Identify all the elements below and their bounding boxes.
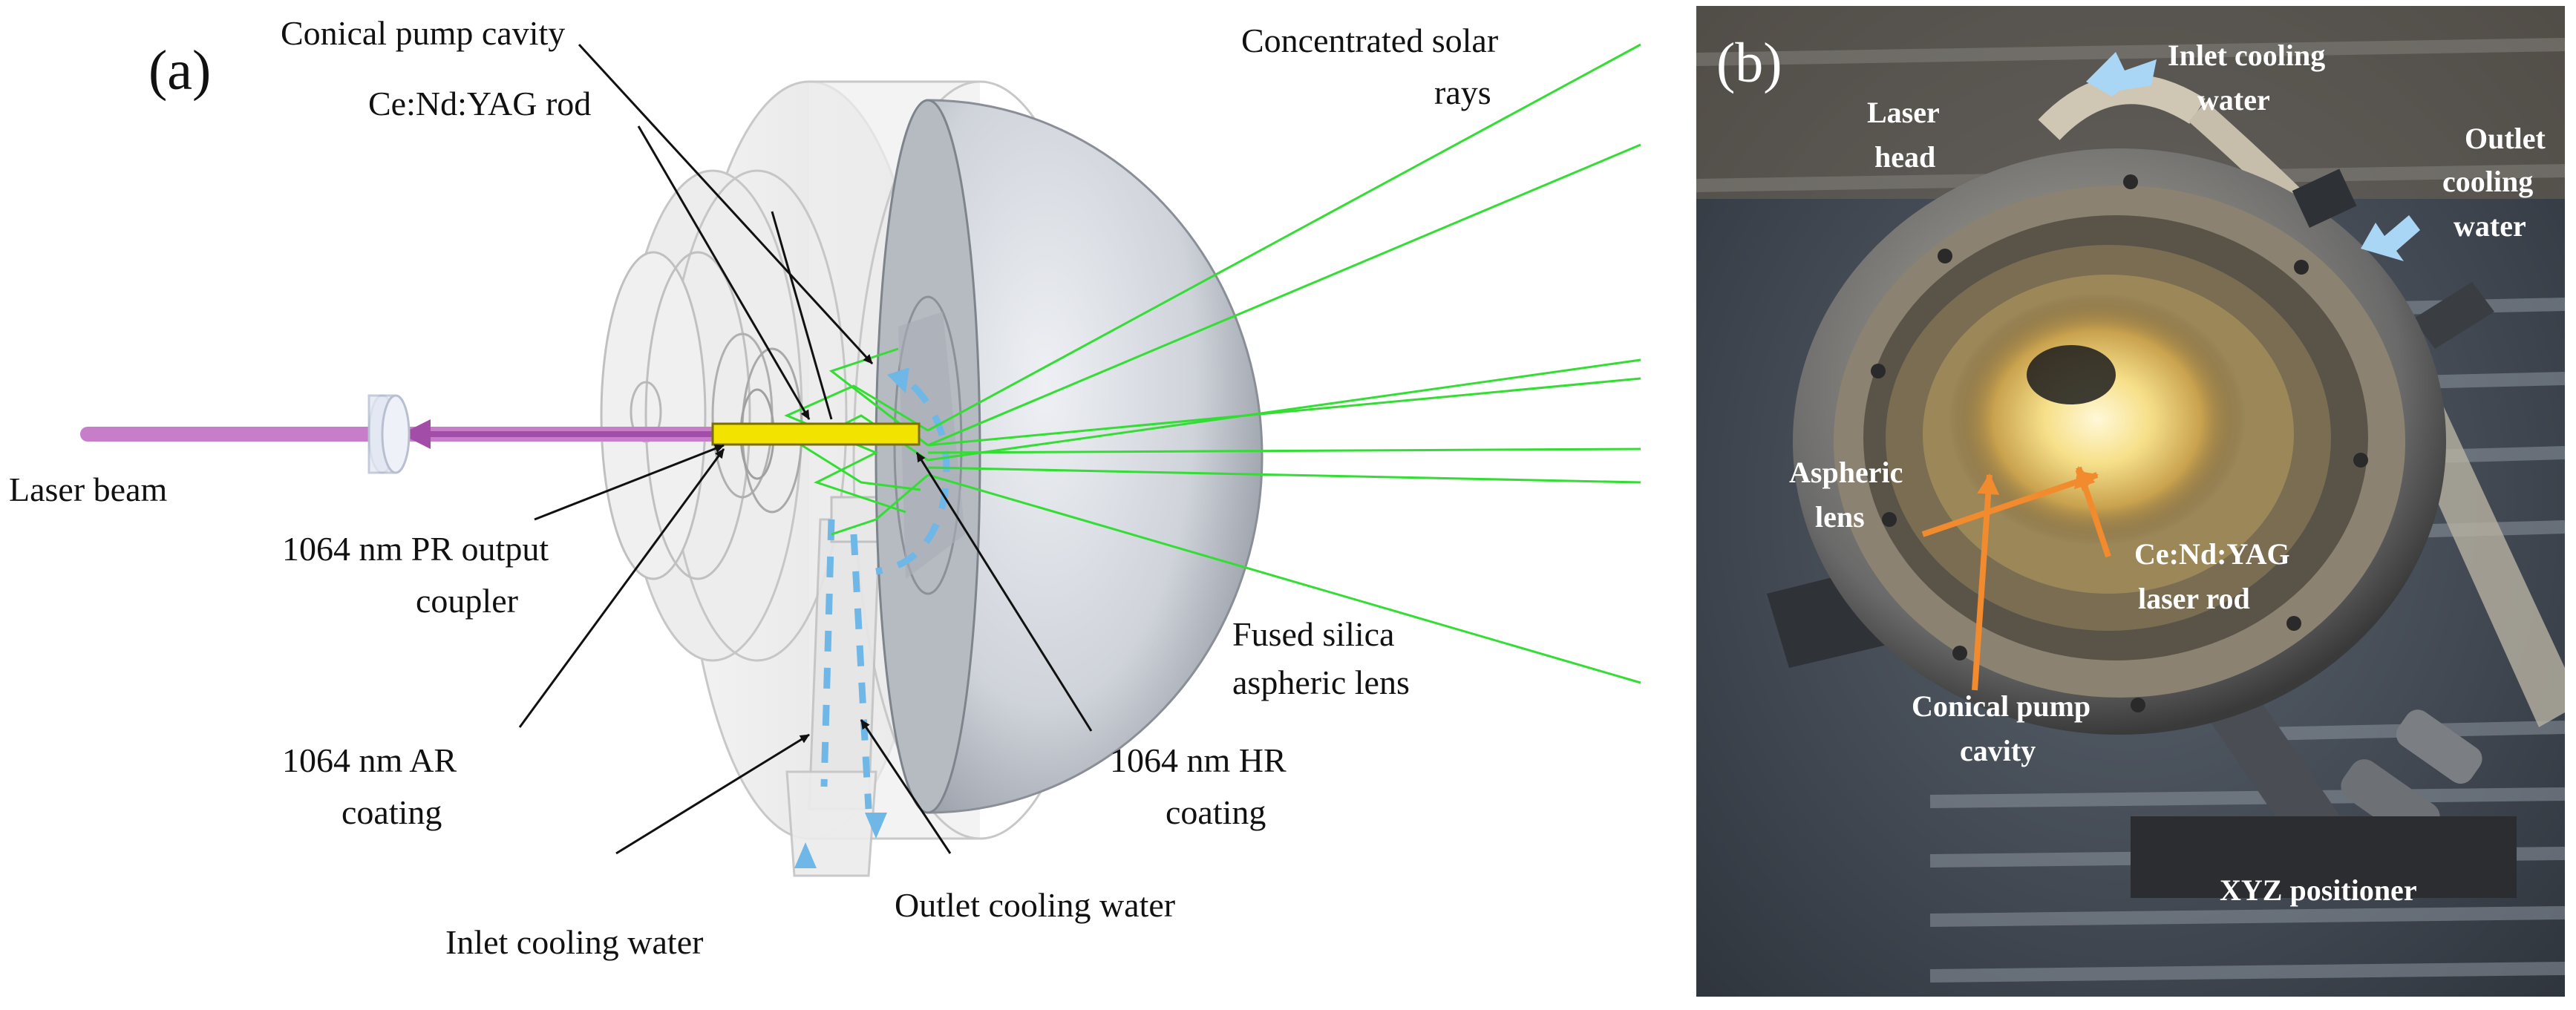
panel-b-labels: Laser head Inlet cooling water Outlet co… [1789,39,2546,907]
label-hr-coating-1: 1064 nm HR [1110,741,1287,779]
label-positioner: XYZ positioner [2220,873,2417,907]
label-ar-coating-1: 1064 nm AR [282,741,457,779]
label-aspheric-2: lens [1815,500,1865,534]
label-outlet-1: Outlet [2465,122,2546,155]
label-pr-coupler-1: 1064 nm PR output [282,530,549,568]
panel-a: (a) [9,14,1641,961]
panel-b: (b) Laser head Inlet cooling water Outle… [1696,6,2566,997]
arrow-to-cavity [1972,473,2000,691]
label-inlet-water: Inlet cooling water [445,923,703,961]
label-rod: Ce:Nd:YAG rod [368,85,591,122]
cooling-water-flow [820,383,950,810]
arrow-to-lens [1921,470,2099,537]
label-cavity-1: Conical pump [1912,689,2090,723]
photo-arrows [1921,52,2420,691]
label-outlet-2: cooling [2442,165,2533,198]
fused-silica-aspheric-lens [875,99,1264,814]
label-fused-silica-2: aspheric lens [1232,663,1410,701]
label-laser-head-2: head [1874,140,1935,174]
label-ar-coating-2: coating [341,793,442,831]
leader-lines [518,43,1093,855]
label-inlet-2: water [2197,83,2270,117]
xyz-positioner [2131,816,2517,898]
water-arrowheads [794,367,909,868]
label-outlet-3: water [2454,209,2526,243]
label-conical-pump-cavity: Conical pump cavity [281,14,565,52]
label-hr-coating-2: coating [1166,793,1266,831]
label-solar-rays-2: rays [1434,73,1491,111]
label-pr-coupler-2: coupler [416,582,518,620]
panel-a-tag: (a) [148,39,211,102]
label-inlet-1: Inlet cooling [2168,39,2325,72]
label-solar-rays-1: Concentrated solar [1241,22,1498,59]
label-rod-2: laser rod [2138,582,2250,615]
laser-head-photo [1793,148,2446,735]
laser-beam [80,394,720,474]
concentrated-solar-rays [784,43,1641,684]
label-aspheric-1: Aspheric [1789,456,1903,489]
ce-nd-yag-rod [711,422,921,446]
label-laser-beam: Laser beam [9,470,167,508]
label-outlet-water: Outlet cooling water [895,886,1175,924]
label-fused-silica-1: Fused silica [1232,615,1394,653]
label-rod-1: Ce:Nd:YAG [2134,537,2290,571]
label-laser-head-1: Laser [1867,96,1940,129]
outlet-arrow [2361,215,2420,261]
label-cavity-2: cavity [1960,734,2036,767]
panel-b-tag: (b) [1716,32,1782,94]
panel-a-labels: Conical pump cavity Ce:Nd:YAG rod Concen… [9,14,1498,961]
inlet-arrow [2086,52,2157,96]
